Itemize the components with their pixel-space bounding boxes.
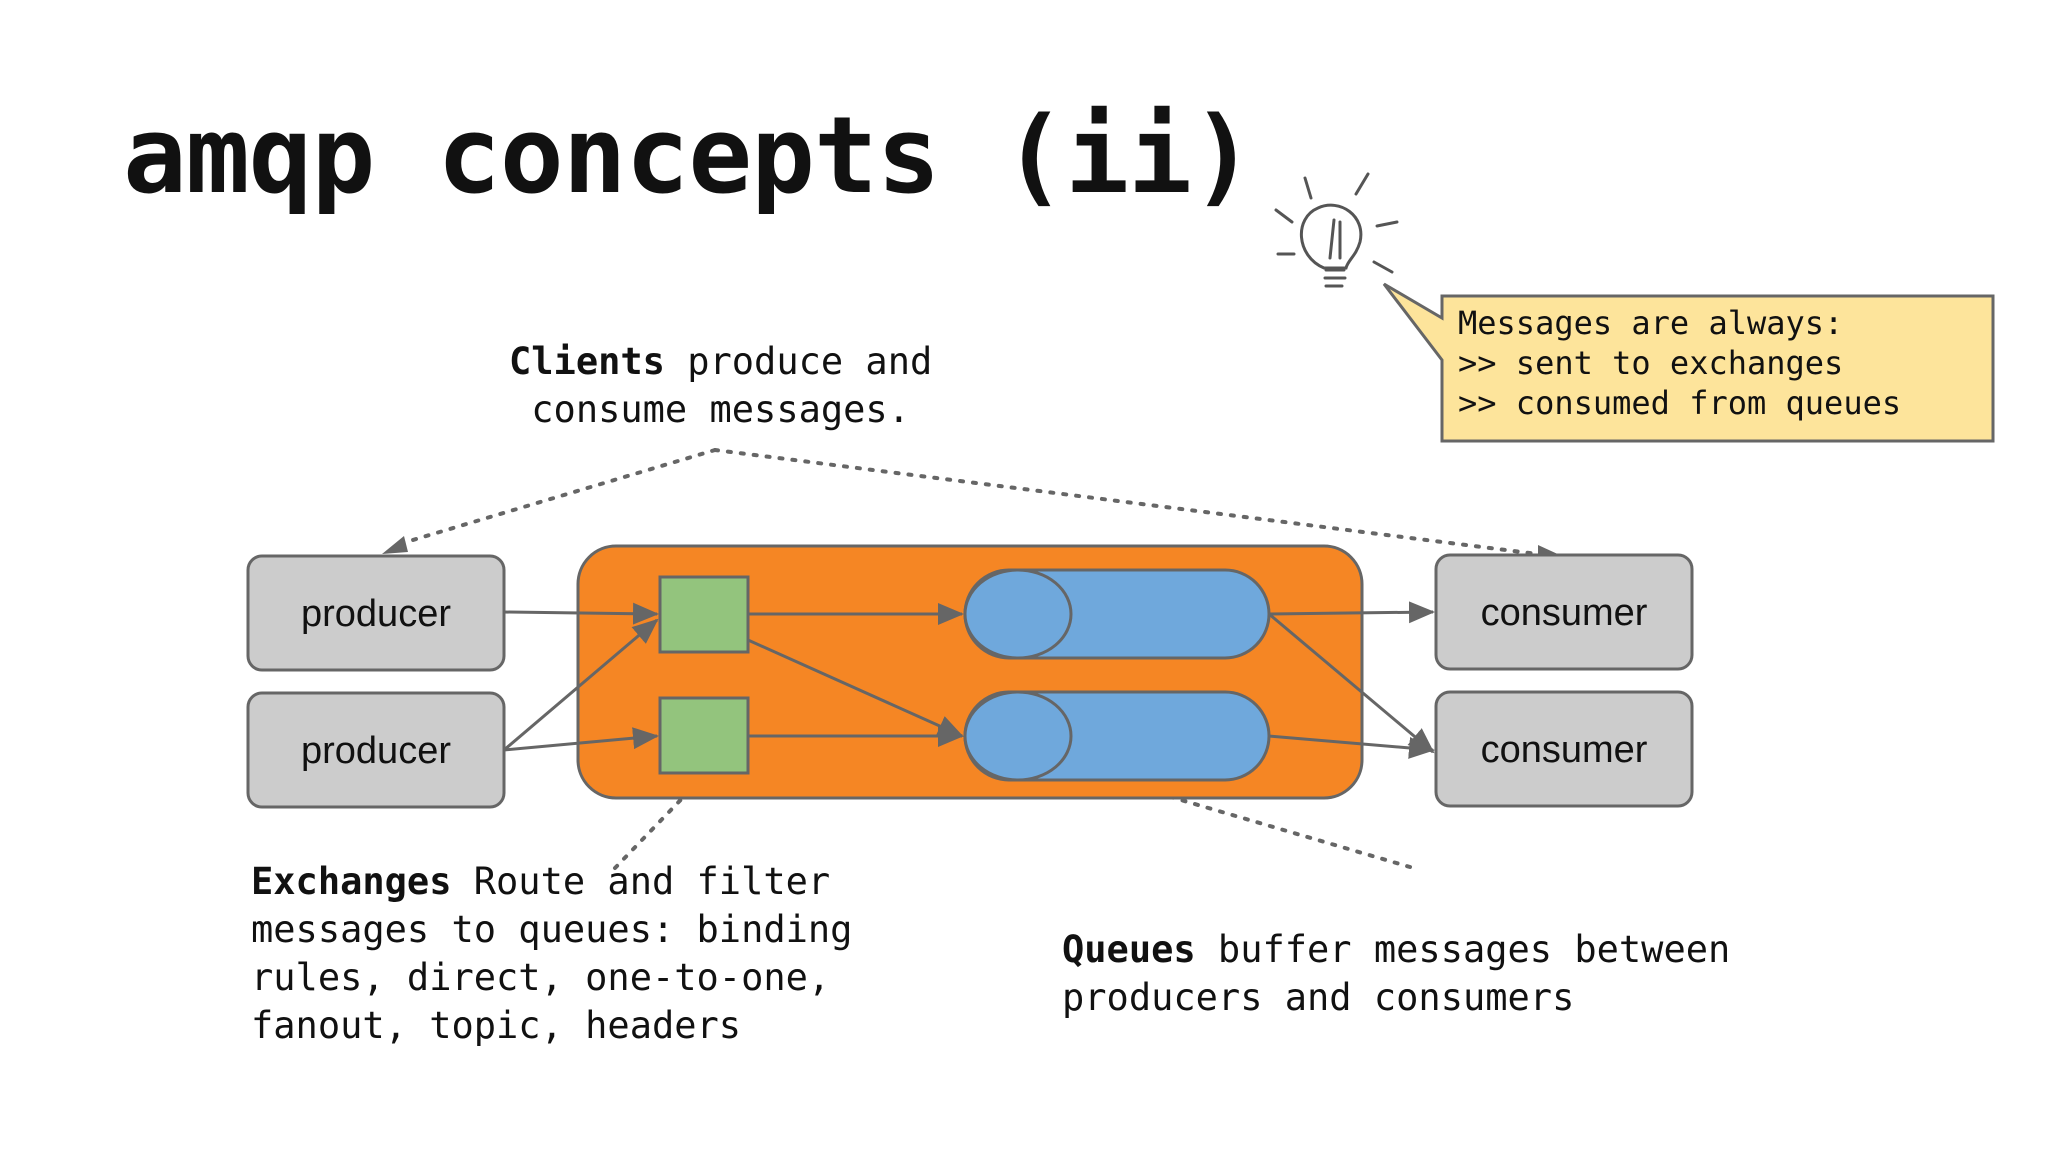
- exchanges-note: Exchanges Route and filter messages to q…: [251, 858, 852, 1050]
- exchange-square: [658, 575, 750, 654]
- consumer-box: consumer: [1434, 690, 1694, 808]
- queue-cylinder: [963, 568, 1271, 660]
- producer-box: producer: [246, 554, 506, 672]
- producer-label: producer: [301, 730, 451, 772]
- clients-note-text: consume messages.: [531, 388, 910, 431]
- exchanges-note-text: Route and filter: [451, 860, 831, 903]
- client-pointer-lines: [394, 448, 1547, 557]
- queues-note-text: producers and consumers: [1062, 976, 1575, 1019]
- consumer-box: consumer: [1434, 553, 1694, 671]
- callout-text: Messages are always: >> sent to exchange…: [1458, 303, 1901, 423]
- queues-note-bold: Queues: [1062, 928, 1196, 971]
- exchanges-note-text: messages to queues: binding: [251, 908, 853, 951]
- callout-box: [1382, 282, 1995, 443]
- clients-note-text: produce and: [664, 340, 933, 383]
- exchanges-note-text: rules, direct, one-to-one,: [251, 956, 831, 999]
- producer-box: producer: [246, 691, 506, 809]
- exchanges-note-text: fanout, topic, headers: [251, 1004, 742, 1047]
- client-pointer-arrow-left: [382, 536, 408, 554]
- queue-pointer-line: [1138, 786, 1412, 869]
- flow-arrows: [503, 601, 1435, 759]
- clients-note: Clients produce and consume messages.: [509, 338, 932, 434]
- exchange-square: [658, 696, 750, 775]
- queues-note-text: buffer messages between: [1195, 928, 1731, 971]
- queue-cylinder: [963, 690, 1271, 782]
- consumer-label: consumer: [1481, 729, 1648, 771]
- exchanges-note-bold: Exchanges: [251, 860, 452, 903]
- queues-note: Queues buffer messages between producers…: [1062, 926, 1730, 1022]
- producer-label: producer: [301, 593, 451, 635]
- consumer-label: consumer: [1481, 592, 1648, 634]
- slide-title: amqp concepts (ii): [123, 94, 1255, 217]
- lightbulb-icon: [1274, 172, 1399, 288]
- callout-line: >> consumed from queues: [1458, 384, 1902, 422]
- callout-line: >> sent to exchanges: [1458, 344, 1844, 382]
- clients-note-bold: Clients: [509, 340, 665, 383]
- callout-line: Messages are always:: [1458, 304, 1844, 342]
